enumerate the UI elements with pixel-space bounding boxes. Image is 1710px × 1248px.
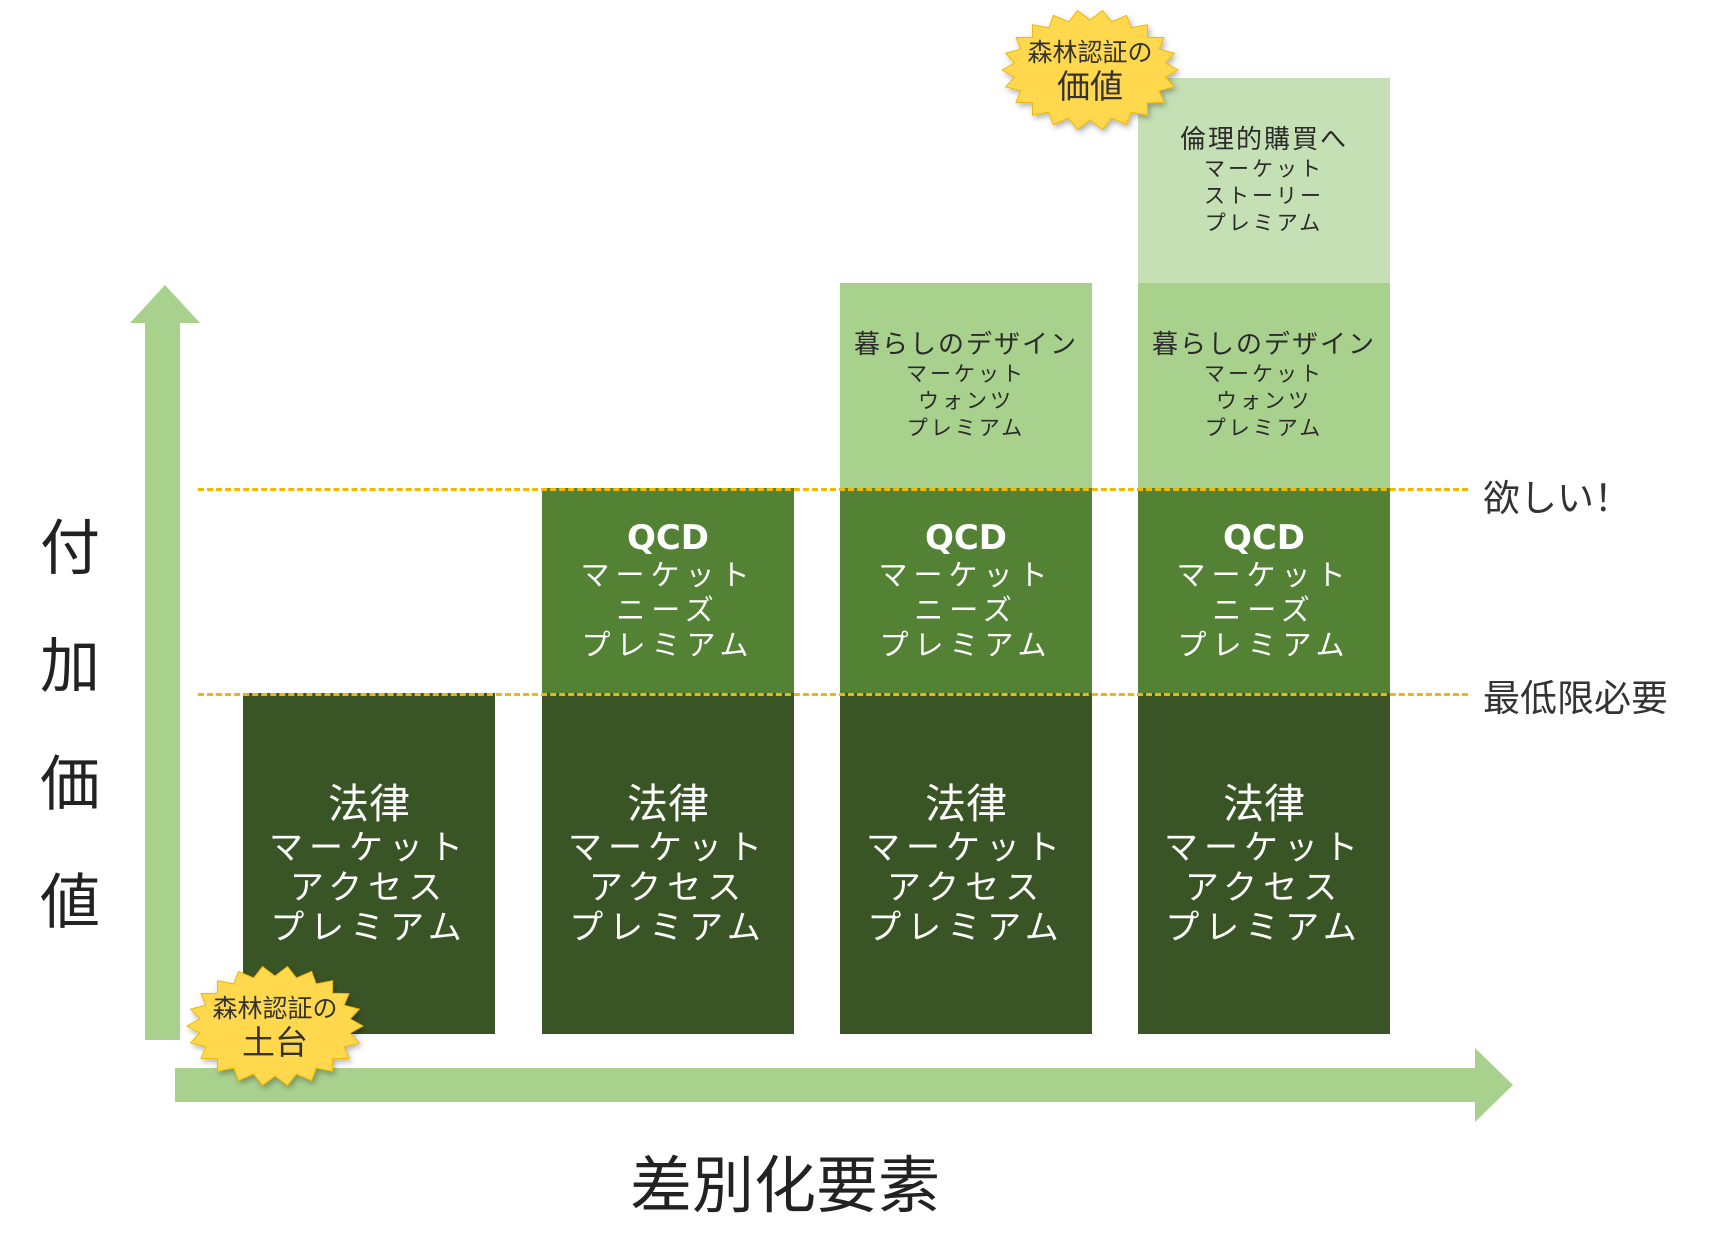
block-line: プレミアム <box>270 907 468 948</box>
block-title: 倫理的購買へ <box>1179 125 1348 155</box>
x-axis-label: 差別化要素 <box>630 1149 941 1222</box>
block-line: マーケット <box>269 827 469 868</box>
x-axis-arrow <box>175 1048 1513 1122</box>
block-line: マーケット <box>568 827 768 868</box>
design-block-col3: 暮らしのデザイン マーケット ウォンツ プレミアム <box>840 283 1092 488</box>
block-title: 暮らしのデザイン <box>853 330 1078 360</box>
block-title: 法律 <box>328 779 410 828</box>
threshold-line-upper <box>198 488 1468 491</box>
block-line: ニーズ <box>914 593 1018 627</box>
threshold-label-upper: 欲しい！ <box>1483 477 1631 520</box>
block-title: 暮らしのデザイン <box>1151 330 1376 360</box>
block-line: マーケット <box>906 362 1026 386</box>
qcd-block-col3: QCD マーケット ニーズ プレミアム <box>840 488 1092 693</box>
qcd-block-col2: QCD マーケット ニーズ プレミアム <box>542 488 794 693</box>
base-block-col4: 法律 マーケット アクセス プレミアム <box>1138 693 1390 1034</box>
block-line: ストーリー <box>1204 184 1324 208</box>
block-line: マーケット <box>1164 827 1364 868</box>
badge-line: 価値 <box>1057 66 1123 106</box>
block-title: QCD <box>924 518 1008 558</box>
y-axis-label-char: 加 <box>40 632 100 702</box>
block-line: マーケット <box>1204 157 1324 181</box>
y-axis-label-char: 値 <box>40 868 100 938</box>
block-line: マーケット <box>580 558 756 592</box>
base-block-col3: 法律 マーケット アクセス プレミアム <box>840 693 1092 1034</box>
block-line: プレミアム <box>581 628 755 662</box>
design-block-col4: 暮らしのデザイン マーケット ウォンツ プレミアム <box>1138 283 1390 488</box>
block-title: 法律 <box>1223 779 1305 828</box>
qcd-block-col4: QCD マーケット ニーズ プレミアム <box>1138 488 1390 693</box>
threshold-line-lower <box>198 693 1468 696</box>
badge-foundation-text: 森林認証の 土台 <box>180 960 370 1095</box>
starburst-badge-foundation <box>185 965 365 1087</box>
block-line: プレミアム <box>1204 211 1324 235</box>
block-line: プレミアム <box>1165 907 1363 948</box>
block-line: アクセス <box>886 867 1046 908</box>
base-block-col2: 法律 マーケット アクセス プレミアム <box>542 693 794 1034</box>
block-title: 法律 <box>627 779 709 828</box>
badge-value-text: 森林認証の 価値 <box>995 4 1185 139</box>
block-line: プレミアム <box>879 628 1053 662</box>
block-line: プレミアム <box>867 907 1065 948</box>
block-title: 法律 <box>925 779 1007 828</box>
block-line: アクセス <box>289 867 449 908</box>
block-line: マーケット <box>1176 558 1352 592</box>
block-line: プレミアム <box>1177 628 1351 662</box>
y-axis-arrow <box>130 285 200 1040</box>
badge-line: 森林認証の <box>212 993 338 1023</box>
block-line: マーケット <box>878 558 1054 592</box>
block-title: QCD <box>1222 518 1306 558</box>
threshold-label-lower: 最低限必要 <box>1483 677 1668 720</box>
y-axis-label-char: 付 <box>40 514 100 584</box>
block-line: ウォンツ <box>918 389 1014 413</box>
y-axis-label-char: 価 <box>40 750 100 820</box>
badge-line: 森林認証の <box>1027 37 1153 67</box>
block-line: ウォンツ <box>1216 389 1312 413</box>
ethical-block-col4: 倫理的購買へ マーケット ストーリー プレミアム <box>1138 78 1390 283</box>
block-line: ニーズ <box>1212 593 1316 627</box>
block-line: マーケット <box>866 827 1066 868</box>
block-line: プレミアム <box>1204 416 1324 440</box>
block-line: アクセス <box>588 867 748 908</box>
block-line: プレミアム <box>569 907 767 948</box>
badge-line: 土台 <box>242 1022 308 1062</box>
block-line: アクセス <box>1184 867 1344 908</box>
starburst-badge-value <box>1000 9 1180 131</box>
block-line: ニーズ <box>616 593 720 627</box>
block-title: QCD <box>626 518 710 558</box>
block-line: プレミアム <box>906 416 1026 440</box>
block-line: マーケット <box>1204 362 1324 386</box>
